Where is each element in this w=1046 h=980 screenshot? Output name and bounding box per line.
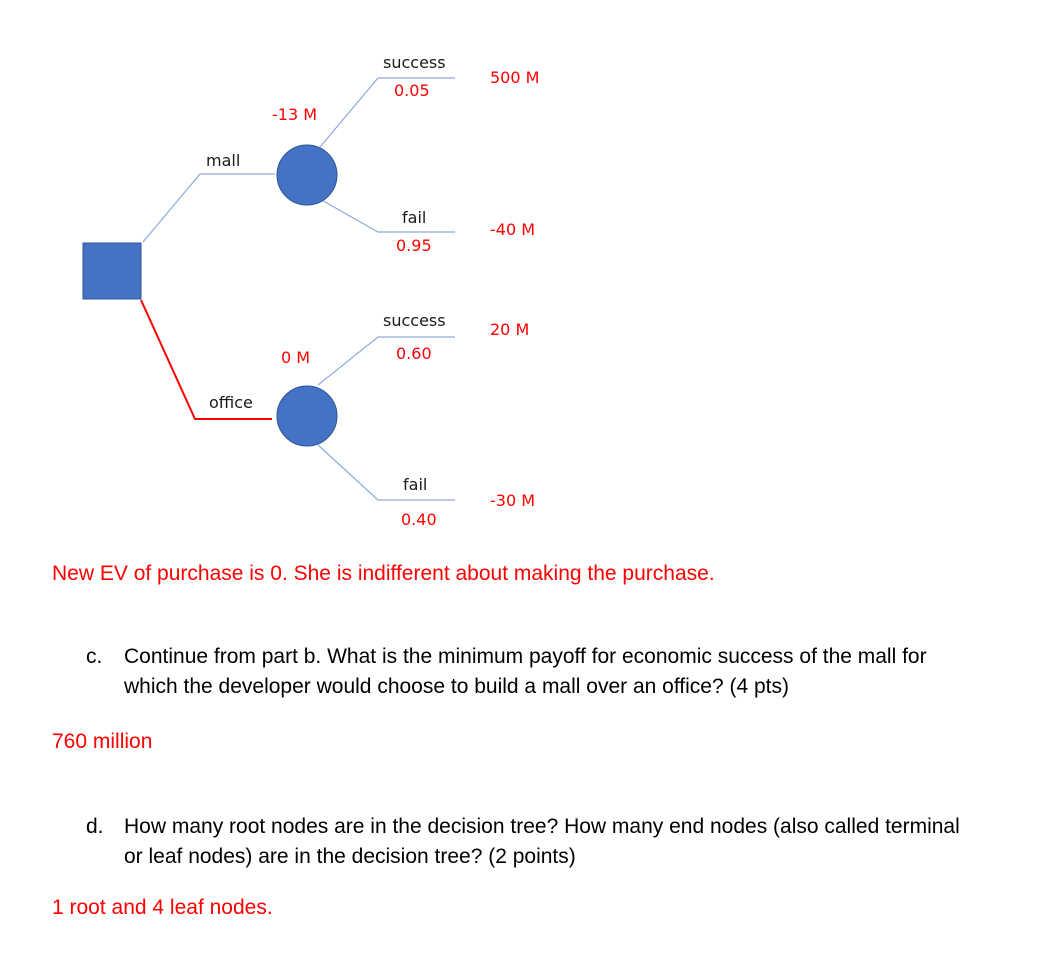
office-fail-line — [317, 444, 455, 501]
mall-success-label: success — [383, 53, 446, 72]
mall-ev-label: -13 M — [272, 105, 317, 124]
mall-success-payoff: 500 M — [490, 68, 539, 87]
office-success-payoff: 20 M — [490, 320, 529, 339]
mall-chance-node — [276, 144, 338, 206]
question-c-text: Continue from part b. What is the minimu… — [124, 645, 927, 698]
mall-branch-line — [142, 173, 275, 243]
answer-d-text: 1 root and 4 leaf nodes. — [52, 896, 273, 919]
mall-fail-label: fail — [402, 208, 426, 227]
office-branch-line — [140, 299, 272, 420]
answer-c-text: 760 million — [52, 730, 153, 753]
decision-tree-diagram: mall office -13 M 0 M success 0.05 500 M… — [82, 53, 539, 529]
decision-node — [82, 242, 142, 300]
mall-success-line — [319, 77, 455, 148]
office-branch-label: office — [209, 393, 253, 412]
mall-branch-label: mall — [206, 151, 240, 170]
answer-b-text: New EV of purchase is 0. She is indiffer… — [52, 562, 715, 585]
question-d-letter: d. — [86, 815, 104, 838]
office-success-probability: 0.60 — [396, 344, 432, 363]
mall-fail-line — [317, 197, 455, 233]
mall-fail-payoff: -40 M — [490, 220, 535, 239]
office-fail-label: fail — [403, 475, 427, 494]
question-c: c. Continue from part b. What is the min… — [86, 642, 984, 702]
office-success-line — [317, 336, 455, 386]
question-d: d. How many root nodes are in the decisi… — [86, 812, 984, 872]
office-chance-node — [276, 385, 338, 447]
question-d-text: How many root nodes are in the decision … — [124, 815, 960, 868]
mall-success-probability: 0.05 — [394, 81, 430, 100]
mall-fail-probability: 0.95 — [396, 236, 432, 255]
office-ev-label: 0 M — [281, 348, 310, 367]
office-fail-payoff: -30 M — [490, 491, 535, 510]
question-c-letter: c. — [86, 645, 103, 668]
office-fail-probability: 0.40 — [401, 510, 437, 529]
office-success-label: success — [383, 311, 446, 330]
